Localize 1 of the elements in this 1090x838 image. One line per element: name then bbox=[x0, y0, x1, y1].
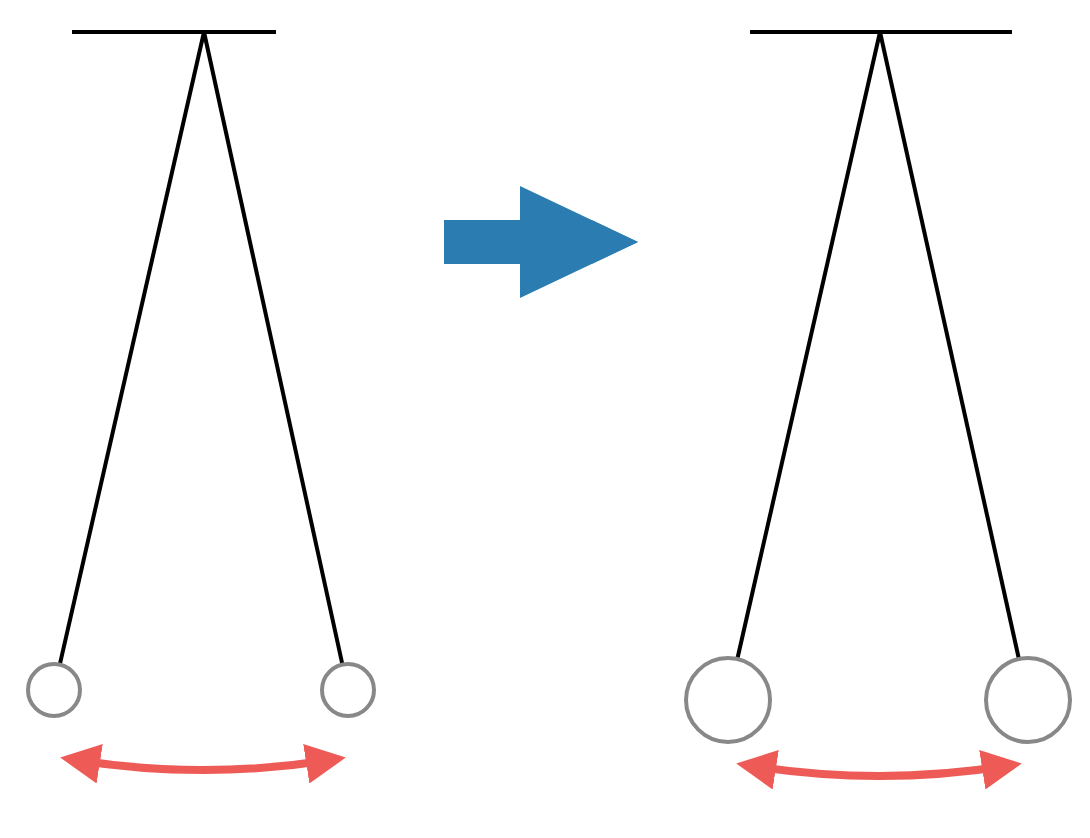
arrow bbox=[444, 186, 638, 298]
